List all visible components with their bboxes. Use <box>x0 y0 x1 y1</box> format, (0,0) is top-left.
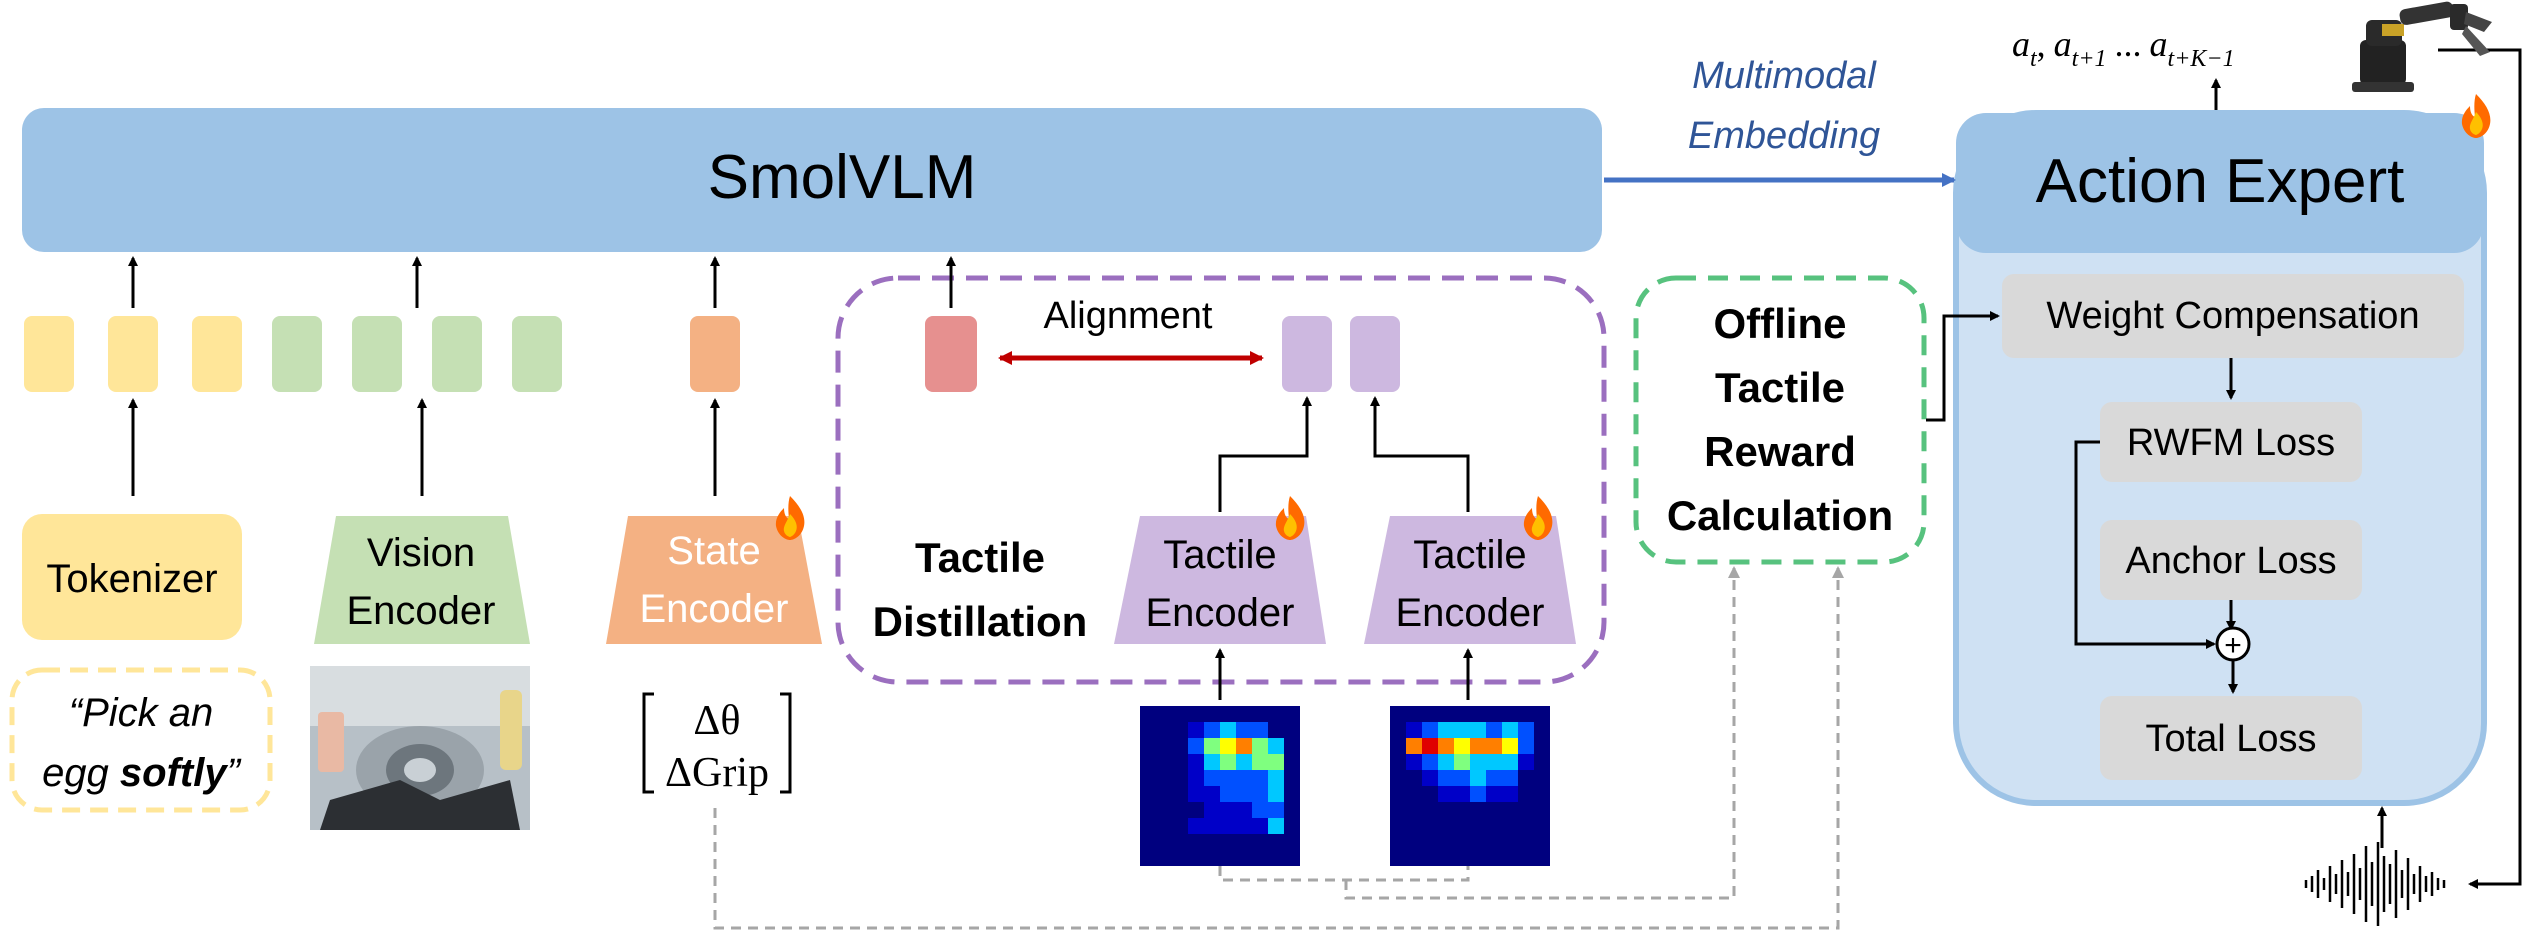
svg-text:Offline: Offline <box>1714 300 1847 347</box>
reward-connections <box>713 566 1844 930</box>
weight-compensation-label: Weight Compensation <box>2046 295 2419 337</box>
tactile-encoder-2-shape <box>1364 516 1576 644</box>
vision-tokens <box>272 316 562 392</box>
tactile-distillation-title-2: Distillation <box>873 598 1088 645</box>
tactile-heatmap <box>1140 706 1300 866</box>
svg-text:Tactile: Tactile <box>1715 364 1845 411</box>
vision-token <box>272 316 322 392</box>
text-token <box>24 316 74 392</box>
anchor-loss-label: Anchor Loss <box>2125 540 2336 582</box>
tactile-token <box>1350 316 1400 392</box>
robot-arm-icon <box>2352 1 2492 92</box>
state-vector-bottom: ΔGrip <box>665 750 769 796</box>
text-token <box>108 316 158 392</box>
tokenizer-label: Tokenizer <box>46 557 217 601</box>
fire-icon <box>2461 94 2491 138</box>
tactile-heatmap <box>1390 706 1550 866</box>
text-token <box>192 316 242 392</box>
svg-text:Calculation: Calculation <box>1667 492 1893 539</box>
offline-reward-label: Offline Tactile Reward Calculation <box>1667 300 1893 539</box>
vision-encoder-label-1: Vision <box>367 531 475 575</box>
state-vector-bracket <box>642 692 792 794</box>
vision-token <box>512 316 562 392</box>
vision-token <box>352 316 402 392</box>
audio-waveform-icon <box>2304 842 2446 926</box>
tokenizer-box <box>22 514 242 640</box>
state-encoder-shape <box>606 516 822 644</box>
vision-encoder-label-2: Encoder <box>347 589 496 633</box>
weight-compensation-box <box>2002 274 2464 358</box>
tactile-encoder-2-label-2: Encoder <box>1396 591 1545 635</box>
action-sequence-label: at,at+1...at+K−1 <box>2012 24 2235 72</box>
tactile-token <box>1282 316 1332 392</box>
action-expert-header <box>1956 113 2484 253</box>
smolvlm-bar <box>22 108 1602 252</box>
distilled-tactile-token <box>925 316 977 392</box>
embedding-label-2: Embedding <box>1688 115 1880 157</box>
anchor-loss-box <box>2100 520 2362 600</box>
total-loss-label: Total Loss <box>2145 718 2316 760</box>
state-encoder-label-2: Encoder <box>640 587 789 631</box>
vision-encoder-shape <box>314 516 530 644</box>
action-expert-title: Action Expert <box>2036 147 2405 216</box>
egg-camera-image <box>310 666 530 830</box>
alignment-label: Alignment <box>1044 295 1213 337</box>
offline-reward-box <box>1633 275 1927 565</box>
text-tokens <box>24 316 242 392</box>
state-token <box>690 316 740 392</box>
rwfm-loss-label: RWFM Loss <box>2127 422 2335 464</box>
prompt-line-1: “Pick an <box>69 691 214 735</box>
tactile-distillation-title-1: Tactile <box>915 534 1045 581</box>
tactile-encoder-1-label-1: Tactile <box>1163 533 1276 577</box>
tactile-encoder-2-label-1: Tactile <box>1413 533 1526 577</box>
state-encoder-label-1: State <box>667 529 760 573</box>
prompt-line-2: egg softly” <box>42 751 242 795</box>
state-vector-top: Δθ <box>693 698 740 744</box>
embedding-label-1: Multimodal <box>1692 55 1877 97</box>
sum-symbol: + <box>2224 629 2242 662</box>
tactile-encoder-1-label-2: Encoder <box>1146 591 1295 635</box>
rwfm-loss-box <box>2100 402 2362 482</box>
smolvlm-label: SmolVLM <box>708 143 977 212</box>
tactile-encoder-1-shape <box>1114 516 1326 644</box>
prompt-box <box>9 667 273 813</box>
vision-token <box>432 316 482 392</box>
total-loss-box <box>2100 696 2362 780</box>
svg-text:Reward: Reward <box>1704 428 1856 475</box>
